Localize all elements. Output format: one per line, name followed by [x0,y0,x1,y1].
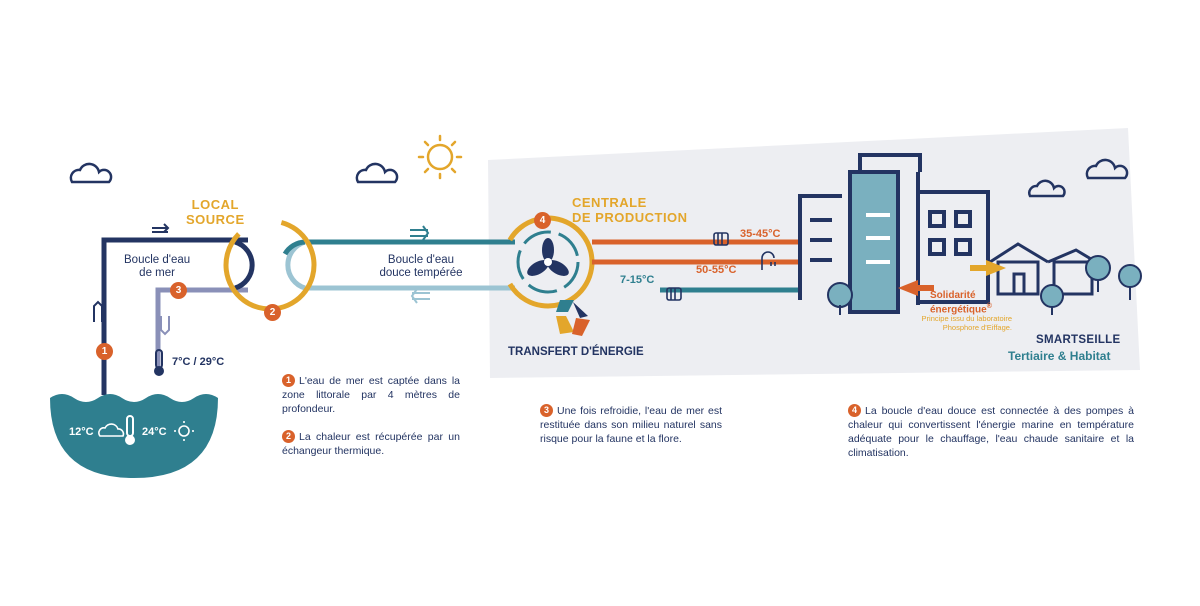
fresh-loop-label-line2: douce tempérée [379,267,463,279]
step-marker-1: 1 [96,343,113,360]
tree-icon [1118,264,1142,300]
arrow-icon [410,225,430,241]
thermometer-icon [125,415,135,445]
sea-return-pipe [155,287,248,372]
hotwater-temp: 50-55°C [696,264,737,276]
solidarite-line2-text: énergétique [930,304,987,316]
note-2-number: 2 [282,430,295,443]
solidarite-label-line2: énergétique® [930,301,992,315]
cloud-icon [355,162,399,184]
return-temp: 7°C / 29°C [172,356,225,368]
smartseille-label: SMARTSEILLE [1036,334,1121,346]
thermometer-icon [154,349,164,376]
heating-temp: 35-45°C [740,228,781,240]
fresh-loop-label: Boucle d'eau douce tempérée [366,254,476,280]
tree-icon [827,282,853,315]
radiator-icon [666,287,682,301]
cloud-icon [1028,179,1066,198]
fresh-loop-label-line1: Boucle d'eau [387,254,455,266]
sea-summer-temp: 24°C [142,426,167,438]
recycle-icon [556,300,590,336]
tertiaire-label: Tertiaire & Habitat [1008,349,1111,363]
note-3-text: Une fois refroidie, l'eau de mer est res… [540,405,722,445]
note-1-number: 1 [282,374,295,387]
arrow-icon [152,223,170,233]
cloud-icon [1085,158,1129,180]
cloud-icon [69,162,113,184]
note-3-number: 3 [540,404,553,417]
transfert-label: TRANSFERT D'ÉNERGIE [508,346,644,358]
principe-label-line2: Phosphore d'Eiffage. [942,323,1012,332]
sea-loop-label-line2: de mer [139,267,175,279]
centrale-inner-ring [516,230,580,294]
tree-icon [1040,284,1064,315]
sea-exchanger [234,239,255,291]
centrale-title-line1: CENTRALE [572,195,647,210]
tree-icon [1085,255,1111,292]
local-source-title-line1: LOCAL [191,197,239,212]
sea-loop-label: Boucle d'eau de mer [124,254,190,280]
radiator-icon [713,232,729,246]
local-source-title-line2: SOURCE [186,212,245,227]
local-source-ring [223,218,317,312]
sun-icon [174,421,194,441]
local-source-title: LOCAL SOURCE [186,197,245,227]
step-marker-3: 3 [170,282,187,299]
sea-basin [50,394,218,478]
arrow-icon [410,288,430,304]
centrale-title: CENTRALE DE PRODUCTION [572,195,688,225]
note-1-text: L'eau de mer est captée dans la zone lit… [282,375,460,415]
arrow-icon [898,260,1006,296]
solidarite-label-line1: Solidarité [930,290,976,301]
shower-icon [761,251,776,270]
principe-label-line1: Principe issu du laboratoire [921,314,1012,323]
arrow-icon [160,316,170,336]
cooling-temp: 7-15°C [620,274,655,286]
cloud-icon [98,423,125,437]
solidarite-mark: ® [986,303,992,310]
step-marker-2: 2 [264,304,281,321]
step-marker-4: 4 [534,212,551,229]
sun-icon [417,134,463,180]
note-4-text: La boucle d'eau douce est connectée à de… [848,405,1134,459]
note-4-number: 4 [848,404,861,417]
arrow-icon [93,300,103,322]
solidarite-label: Solidarité énergétique® [930,290,992,315]
sea-loop-label-line1: Boucle d'eau [124,254,191,266]
principe-label: Principe issu du laboratoire Phosphore d… [902,314,1012,332]
city-buildings [798,153,990,314]
centrale-title-line2: DE PRODUCTION [572,210,688,225]
fan-icon [527,238,569,276]
sea-winter-temp: 12°C [69,426,94,438]
centrale-ring [501,215,595,309]
note-2-text: La chaleur est récupérée par un échangeu… [282,431,460,457]
